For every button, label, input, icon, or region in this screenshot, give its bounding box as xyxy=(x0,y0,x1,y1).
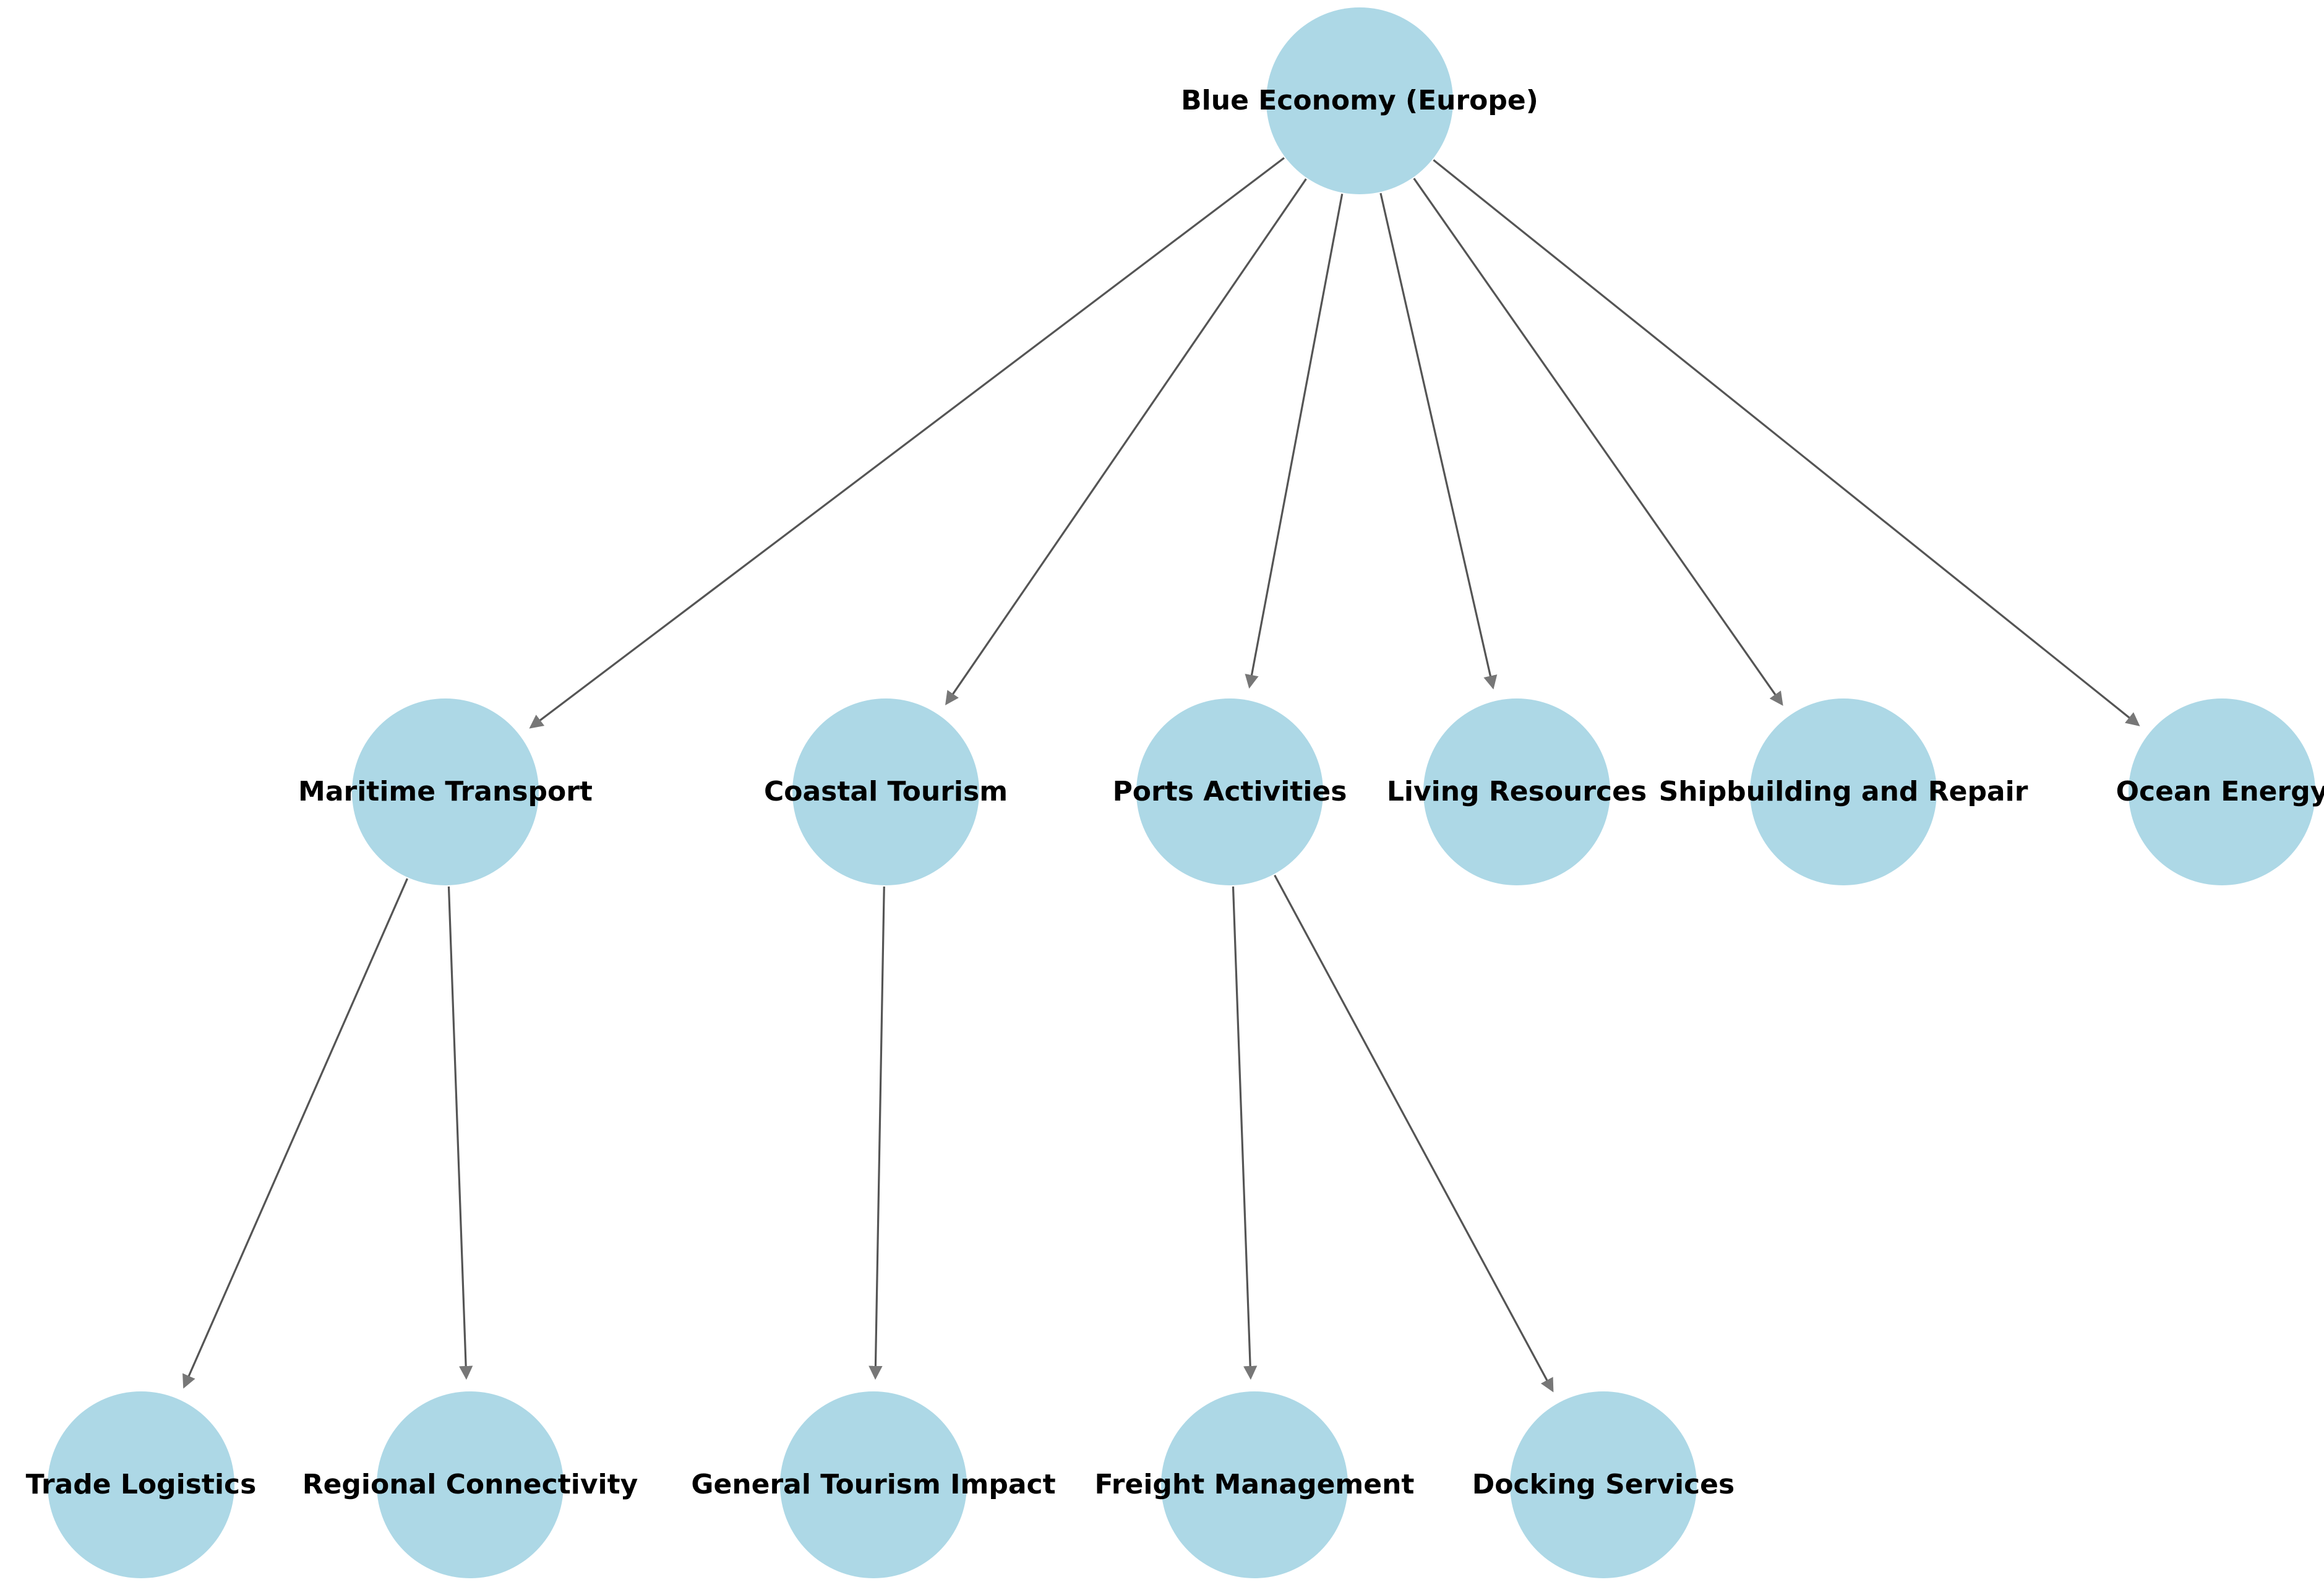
edge-blue-economy-europe-to-living-resources xyxy=(1379,192,1498,690)
node-docking-services[interactable]: Docking Services xyxy=(1472,1391,1734,1578)
node-circle-freight-management xyxy=(1161,1391,1348,1578)
edge-blue-economy-europe-to-coastal-tourism xyxy=(945,178,1307,705)
node-shipbuilding-and-repair[interactable]: Shipbuilding and Repair xyxy=(1659,698,2028,885)
edge-blue-economy-europe-to-ocean-energy xyxy=(1433,159,2140,726)
node-circle-general-tourism-impact xyxy=(780,1391,967,1578)
edge-maritime-transport-to-regional-connectivity xyxy=(447,886,473,1380)
edges-group xyxy=(182,157,2140,1393)
node-circle-regional-connectivity xyxy=(377,1391,564,1578)
node-circle-ocean-energy xyxy=(2129,698,2315,885)
node-regional-connectivity[interactable]: Regional Connectivity xyxy=(302,1391,638,1578)
node-label-regional-connectivity: Regional Connectivity xyxy=(302,1469,638,1500)
edge-blue-economy-europe-to-shipbuilding-and-repair xyxy=(1413,178,1783,706)
node-label-ports-activities: Ports Activities xyxy=(1112,776,1347,807)
node-circle-shipbuilding-and-repair xyxy=(1750,698,1937,885)
edge-blue-economy-europe-to-maritime-transport xyxy=(529,157,1285,729)
edge-blue-economy-europe-to-ports-activities xyxy=(1245,194,1344,689)
node-circle-ports-activities xyxy=(1136,698,1323,885)
node-label-docking-services: Docking Services xyxy=(1472,1469,1735,1500)
node-label-living-resources: Living Resources xyxy=(1386,776,1647,807)
node-circle-trade-logistics xyxy=(48,1391,234,1578)
node-circle-docking-services xyxy=(1510,1391,1697,1578)
node-freight-management[interactable]: Freight Management xyxy=(1095,1391,1414,1578)
node-living-resources[interactable]: Living Resources xyxy=(1387,698,1647,885)
node-trade-logistics[interactable]: Trade Logistics xyxy=(26,1391,256,1578)
node-circle-blue-economy-europe xyxy=(1266,7,1453,194)
node-label-blue-economy-europe: Blue Economy (Europe) xyxy=(1181,85,1538,116)
node-label-freight-management: Freight Management xyxy=(1094,1469,1415,1500)
node-general-tourism-impact[interactable]: General Tourism Impact xyxy=(691,1391,1056,1578)
node-label-trade-logistics: Trade Logistics xyxy=(25,1469,257,1500)
edge-coastal-tourism-to-general-tourism-impact xyxy=(868,886,885,1380)
node-coastal-tourism[interactable]: Coastal Tourism xyxy=(764,698,1008,885)
edge-ports-activities-to-docking-services xyxy=(1274,874,1554,1393)
node-label-general-tourism-impact: General Tourism Impact xyxy=(691,1469,1056,1500)
edge-maritime-transport-to-trade-logistics xyxy=(182,878,408,1389)
node-label-ocean-energy: Ocean Energy xyxy=(2116,776,2324,807)
node-maritime-transport[interactable]: Maritime Transport xyxy=(298,698,593,885)
node-label-coastal-tourism: Coastal Tourism xyxy=(763,776,1008,807)
node-ocean-energy[interactable]: Ocean Energy xyxy=(2116,698,2324,885)
node-circle-coastal-tourism xyxy=(792,698,979,885)
node-label-shipbuilding-and-repair: Shipbuilding and Repair xyxy=(1658,776,2028,807)
node-circle-living-resources xyxy=(1423,698,1610,885)
edge-ports-activities-to-freight-management xyxy=(1232,886,1258,1380)
node-blue-economy-europe[interactable]: Blue Economy (Europe) xyxy=(1181,7,1538,194)
node-circle-maritime-transport xyxy=(352,698,539,885)
node-ports-activities[interactable]: Ports Activities xyxy=(1113,698,1347,885)
node-label-maritime-transport: Maritime Transport xyxy=(298,776,593,807)
